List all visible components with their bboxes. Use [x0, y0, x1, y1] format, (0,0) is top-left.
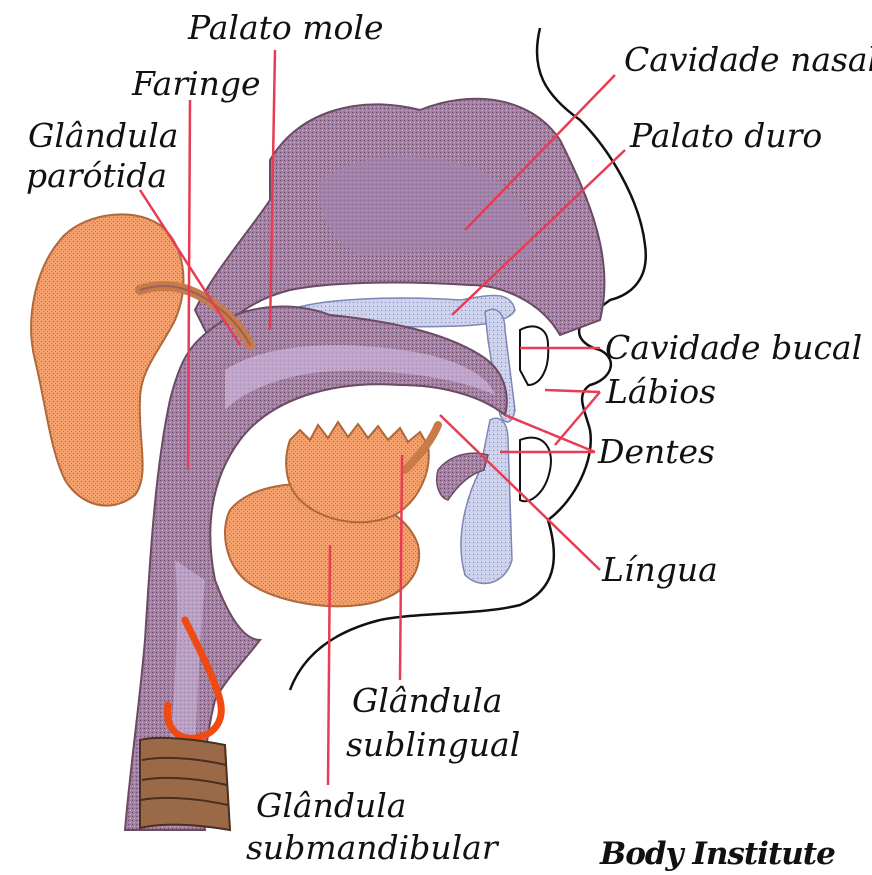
credit-body-institute: Body Institute	[600, 836, 835, 872]
leader-dentes-upper	[505, 415, 595, 452]
label-glandula-submandibular-line2: submandibular	[246, 830, 498, 866]
label-glandula-parotida-line1: Glândula	[28, 118, 178, 154]
label-dentes: Dentes	[598, 434, 715, 470]
trachea	[140, 738, 230, 830]
label-glandula-parotida-line2: parótida	[26, 158, 167, 194]
label-glandula-sublingual-line1: Glândula	[352, 683, 502, 719]
label-cavidade-bucal: Cavidade bucal	[605, 330, 862, 366]
label-glandula-submandibular-line1: Glândula	[256, 788, 406, 824]
label-palato-mole: Palato mole	[188, 10, 384, 46]
label-glandula-sublingual-line2: sublingual	[346, 727, 520, 763]
label-faringe: Faringe	[132, 66, 261, 102]
label-palato-duro: Palato duro	[630, 118, 822, 154]
label-lingua: Língua	[602, 552, 718, 588]
label-labios: Lábios	[606, 374, 716, 410]
label-cavidade-nasal: Cavidade nasal	[624, 42, 872, 78]
upper-lip	[520, 326, 548, 385]
leader-labios-upper	[545, 390, 600, 392]
lower-lip	[520, 438, 551, 502]
